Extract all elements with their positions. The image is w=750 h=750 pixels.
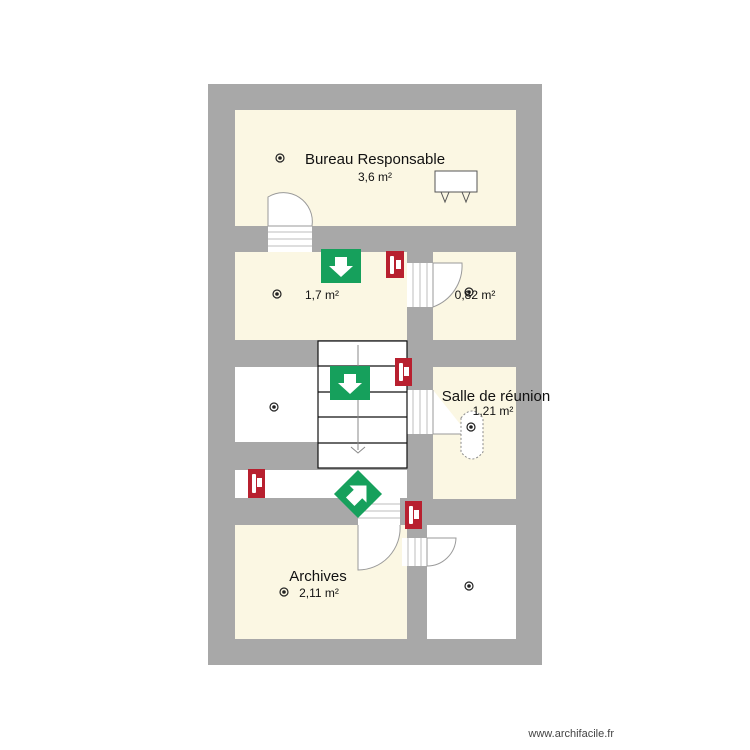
fire-extinguisher-icon — [395, 358, 412, 386]
room-name: Salle de réunion — [442, 388, 550, 405]
room-area: 3,6 m² — [358, 170, 392, 184]
fire-extinguisher-icon — [386, 251, 404, 278]
room-name: Archives — [289, 568, 347, 585]
fire-extinguisher-icon — [405, 501, 422, 529]
emergency-exit-icon — [333, 469, 383, 519]
staircase-area — [318, 341, 407, 468]
room-plain-left[interactable] — [235, 367, 318, 442]
smoke-detector-icon — [269, 153, 476, 597]
room-name: Bureau Responsable — [305, 151, 445, 168]
room-area: 2,11 m² — [299, 586, 339, 600]
room-area: 1,7 m² — [305, 288, 339, 302]
fire-extinguisher-icon — [248, 469, 265, 498]
emergency-exit-icon — [321, 249, 361, 283]
watermark-link[interactable]: www.archifacile.fr — [528, 728, 614, 740]
table-icon — [460, 410, 484, 460]
desk-icon — [434, 170, 478, 204]
room-area: 1,21 m² — [473, 404, 514, 418]
door-thresholds — [268, 231, 428, 566]
room-area: 0,82 m² — [455, 288, 496, 302]
door-swings[interactable] — [267, 192, 468, 571]
emergency-exit-icon — [330, 366, 370, 400]
